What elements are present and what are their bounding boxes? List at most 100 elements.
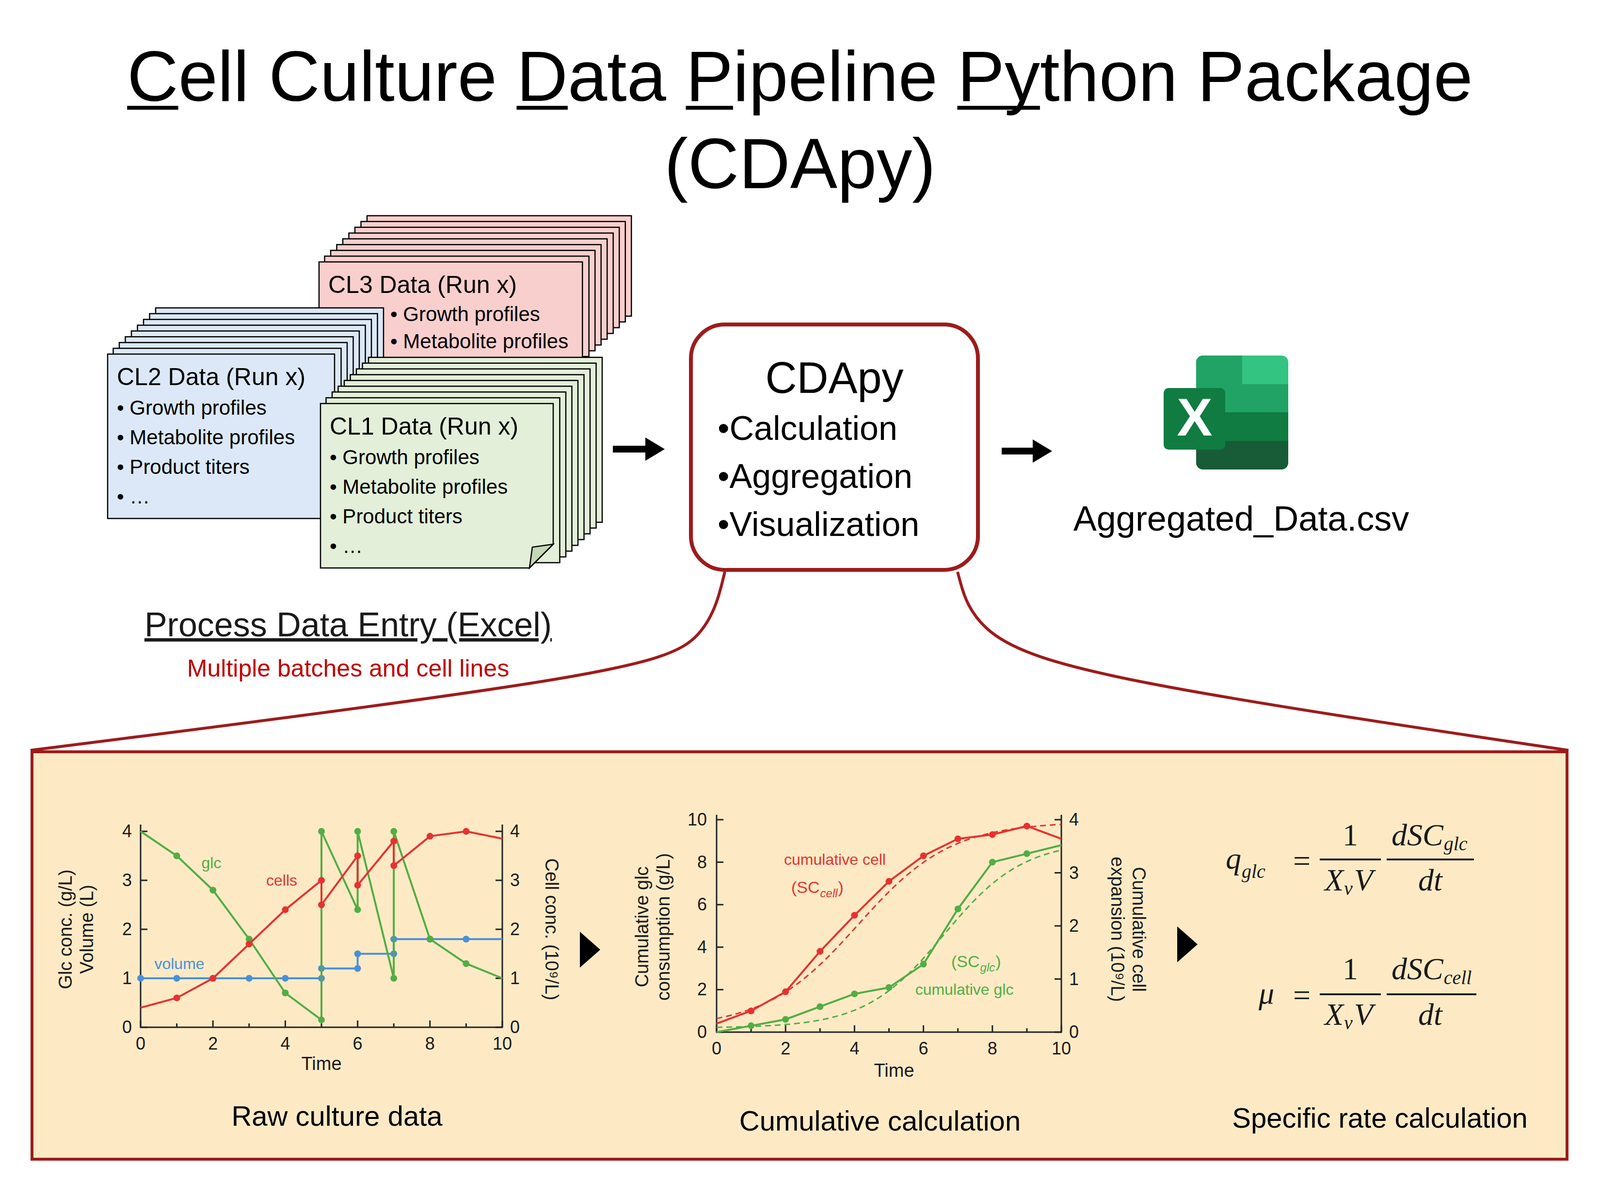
- box-item: • Product titers: [320, 501, 473, 531]
- step-arrow: [1177, 926, 1198, 962]
- folded-corner: [529, 544, 554, 568]
- tick: [140, 1026, 148, 1028]
- cumulative-glucose-line: [716, 845, 1062, 1032]
- data-point: [426, 832, 434, 840]
- data-point: [390, 837, 398, 845]
- section-heading: Process Data Entry (Excel): [144, 605, 552, 645]
- icon-badge: [1163, 387, 1226, 450]
- data-point: [137, 974, 144, 982]
- tick: [465, 1023, 467, 1027]
- box-item: • Growth profiles: [320, 442, 490, 472]
- fraction-bar: [1386, 992, 1477, 995]
- tick: [140, 928, 148, 930]
- glucose-line: [140, 831, 503, 1020]
- data-point: [281, 906, 289, 913]
- data-point: [354, 827, 362, 835]
- tick: [784, 1024, 787, 1032]
- step-caption: Cumulative calculation: [739, 1103, 1021, 1138]
- cell-line: [140, 831, 503, 1008]
- box-item: Aggregated_Data.csv: [1064, 496, 1419, 541]
- tick: [819, 1027, 821, 1032]
- data-point: [354, 881, 362, 889]
- data-point: [954, 905, 962, 912]
- zoom-callout: [30, 571, 1569, 751]
- sheet-front: [107, 353, 335, 519]
- tick: [1060, 1024, 1063, 1032]
- tick: [991, 1024, 993, 1032]
- tick: [922, 1024, 925, 1032]
- data-point: [989, 858, 996, 866]
- tick: [1025, 1027, 1028, 1032]
- tick: [716, 945, 724, 948]
- box-item: • Metabolite profiles: [320, 471, 518, 502]
- note: Multiple batches and cell lines: [187, 654, 510, 683]
- flow-arrow: [612, 445, 650, 453]
- data-point: [426, 935, 434, 943]
- axis-frame: [140, 824, 503, 1027]
- tick: [1054, 871, 1062, 874]
- data-point: [885, 983, 893, 991]
- data-point: [354, 964, 362, 972]
- tick: [716, 988, 724, 991]
- spreadsheet-icon: [1064, 349, 1419, 476]
- data-point: [318, 1016, 325, 1024]
- data-point: [354, 852, 362, 860]
- tick: [140, 1020, 142, 1027]
- data-point: [426, 935, 434, 943]
- plots: [30, 750, 1569, 1161]
- tick: [501, 1020, 504, 1027]
- detail-panel: Raw culture dataCumulative calculationSp…: [30, 750, 1569, 1161]
- data-point: [462, 960, 470, 967]
- step-caption: Raw culture data: [231, 1098, 443, 1133]
- tick: [888, 1027, 890, 1032]
- data-point: [245, 974, 253, 982]
- tick: [716, 903, 724, 906]
- data-point: [318, 827, 325, 835]
- tick: [1054, 1031, 1062, 1033]
- tick: [212, 1020, 214, 1027]
- axis-frame: [716, 814, 1062, 1032]
- data-point: [782, 1015, 789, 1023]
- data-point: [782, 988, 789, 995]
- tick: [356, 1020, 359, 1027]
- diagram-title: Cell Culture Data Pipeline Python Packag…: [72, 32, 1528, 208]
- sheet-front: [320, 403, 554, 568]
- tick: [320, 1023, 323, 1027]
- tick: [176, 1023, 178, 1027]
- cumulative-cell-line: [716, 825, 1062, 1024]
- process-box: CDApy•Calculation•Aggregation•Visualizat…: [688, 322, 980, 572]
- data-point: [747, 1007, 755, 1014]
- data-point: [920, 851, 928, 859]
- data-point: [989, 831, 996, 838]
- data-point: [885, 877, 893, 885]
- data-point: [354, 950, 362, 958]
- box-item: •Calculation: [692, 404, 898, 453]
- icon-band: [1196, 355, 1289, 385]
- tick: [495, 830, 503, 832]
- output-file: Aggregated_Data.csv: [1064, 349, 1419, 545]
- data-point: [173, 974, 181, 982]
- data-point: [390, 862, 398, 869]
- icon-band: [1196, 355, 1243, 384]
- data-point: [209, 974, 217, 982]
- data-point: [281, 974, 289, 982]
- data-point: [816, 1002, 824, 1010]
- box-item: • …: [107, 481, 160, 512]
- tick: [393, 1023, 395, 1027]
- tick: [429, 1020, 431, 1027]
- box-item: • Growth profiles: [107, 392, 277, 423]
- fraction-bar: [1319, 992, 1381, 995]
- tick: [284, 1020, 287, 1027]
- data-point: [354, 906, 362, 913]
- tick: [716, 861, 724, 863]
- tick: [140, 879, 148, 881]
- data-point: [462, 935, 470, 943]
- data-point: [816, 947, 824, 955]
- data-point: [390, 974, 398, 982]
- box-item: • Metabolite profiles: [107, 422, 305, 452]
- data-point: [209, 886, 217, 894]
- tick: [1054, 818, 1062, 821]
- box-item: •Aggregation: [692, 452, 913, 501]
- data-point: [1023, 849, 1031, 857]
- box-heading: CL3 Data (Run x): [318, 269, 527, 301]
